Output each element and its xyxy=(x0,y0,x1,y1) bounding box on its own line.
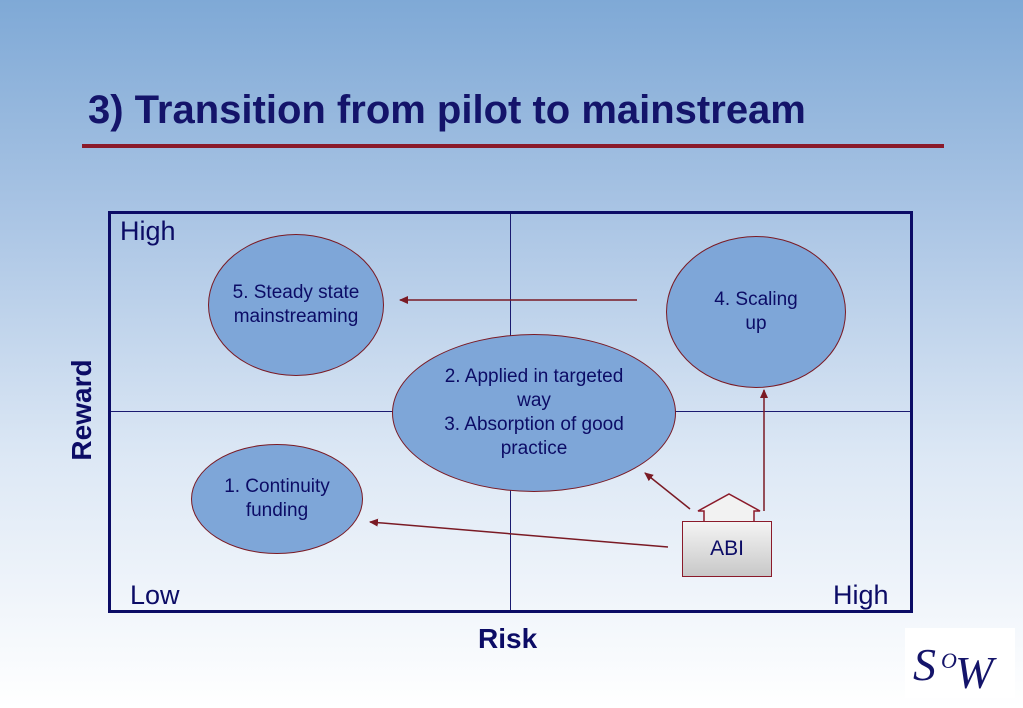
y-axis-label: Reward xyxy=(66,359,97,461)
node-steady-state-line-2: mainstreaming xyxy=(233,306,359,327)
node-steady-state: 5. Steady state mainstreaming xyxy=(208,234,384,376)
title-underline xyxy=(82,144,944,148)
logo-letter-s: S xyxy=(913,639,936,690)
node-scaling-line-1: 4. Scaling xyxy=(714,289,798,310)
node-continuity-line-1: 1. Continuity xyxy=(224,476,330,497)
slide-title: 3) Transition from pilot to mainstream xyxy=(88,88,806,132)
x-axis-label: Risk xyxy=(478,623,538,654)
abi-box: ABI xyxy=(682,521,772,577)
logo-letter-w: W xyxy=(955,647,997,698)
logo-letter-o: O xyxy=(941,648,957,673)
reward-high-label: High xyxy=(120,216,176,246)
node-scaling-line-2: up xyxy=(745,313,767,334)
risk-reward-matrix xyxy=(108,211,913,613)
risk-high-label: High xyxy=(833,580,889,610)
node-continuity-funding: 1. Continuity funding xyxy=(191,444,363,554)
node-scaling-up: 4. Scaling up xyxy=(666,236,846,388)
node-applied-line-4: practice xyxy=(500,438,568,459)
node-applied-absorption: 2. Applied in targeted way 3. Absorption… xyxy=(392,334,676,492)
sow-logo: S O W xyxy=(905,628,1015,698)
node-applied-line-3: 3. Absorption of good xyxy=(444,414,624,435)
node-applied-line-2: way xyxy=(517,390,551,411)
abi-label: ABI xyxy=(710,537,744,560)
node-continuity-line-2: funding xyxy=(245,500,309,521)
node-applied-line-1: 2. Applied in targeted xyxy=(444,366,624,387)
node-steady-state-line-1: 5. Steady state xyxy=(232,282,360,303)
sow-logo-mark: S O W xyxy=(913,639,997,698)
low-label: Low xyxy=(130,580,180,610)
